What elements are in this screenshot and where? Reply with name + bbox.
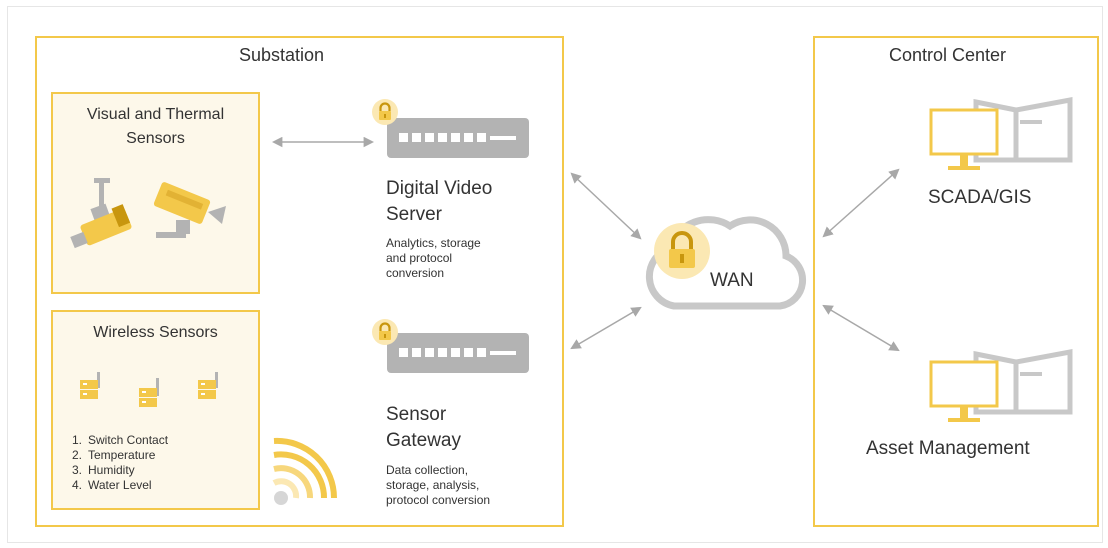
wifi-signal-icon — [272, 437, 338, 505]
list-item: 2.Temperature — [72, 448, 156, 462]
thermal-camera-icon — [153, 182, 226, 238]
sensor-gateway-desc-line1: Data collection, — [386, 463, 469, 477]
diagram-frame — [7, 6, 1103, 543]
visual-sensors-title-line1: Visual and Thermal — [86, 106, 225, 123]
sensor-gateway-title-line2: Gateway — [386, 430, 461, 451]
workstation-icon — [929, 348, 1073, 422]
visual-sensors-title-line2: Sensors — [126, 130, 185, 147]
wireless-sensor-list: 1.Switch Contact 2.Temperature 3.Humidit… — [72, 433, 168, 493]
wireless-sensor-device-icon — [198, 372, 218, 399]
lock-icon — [654, 223, 710, 279]
video-server-device-icon — [387, 118, 529, 158]
control-center-zone — [813, 36, 1099, 527]
scada-label: SCADA/GIS — [928, 187, 1032, 208]
lock-icon — [372, 319, 398, 345]
asset-management-label: Asset Management — [866, 438, 1030, 459]
video-server-title-line2: Server — [386, 204, 442, 225]
video-server-desc-line3: conversion — [386, 266, 445, 280]
video-server-desc-line1: Analytics, storage — [386, 236, 481, 250]
workstation-icon — [929, 96, 1073, 170]
wan-label: WAN — [710, 270, 754, 291]
sensor-gateway-device-icon — [387, 333, 529, 373]
arrow-video-server-to-wan — [570, 172, 642, 240]
arrow-gateway-to-wan — [570, 306, 642, 350]
list-item: 3.Humidity — [72, 463, 135, 477]
substation-zone — [35, 36, 564, 527]
visual-thermal-sensors-panel: Visual and Thermal Sensors — [51, 92, 260, 294]
video-server-title-line1: Digital Video — [386, 178, 493, 199]
arrow-wan-to-scada — [822, 168, 900, 238]
wireless-sensor-device-icon — [139, 378, 159, 407]
sensor-gateway-desc-line2: storage, analysis, — [386, 478, 480, 492]
substation-title: Substation — [239, 45, 325, 65]
list-item: 1.Switch Contact — [72, 433, 169, 447]
sensor-gateway-desc-line3: protocol conversion — [386, 493, 491, 507]
lock-icon — [372, 99, 398, 125]
wireless-sensor-device-icon — [80, 372, 100, 399]
sensor-gateway-title-line1: Sensor — [386, 404, 447, 425]
wireless-sensors-title: Wireless Sensors — [93, 324, 218, 341]
video-server-desc-line2: and protocol — [386, 251, 453, 265]
security-camera-icon — [70, 178, 132, 249]
control-center-title: Control Center — [889, 45, 1007, 65]
list-item: 4.Water Level — [72, 478, 152, 492]
wireless-sensors-panel: Wireless Sensors — [51, 310, 260, 510]
arrow-wan-to-asset — [822, 304, 900, 352]
